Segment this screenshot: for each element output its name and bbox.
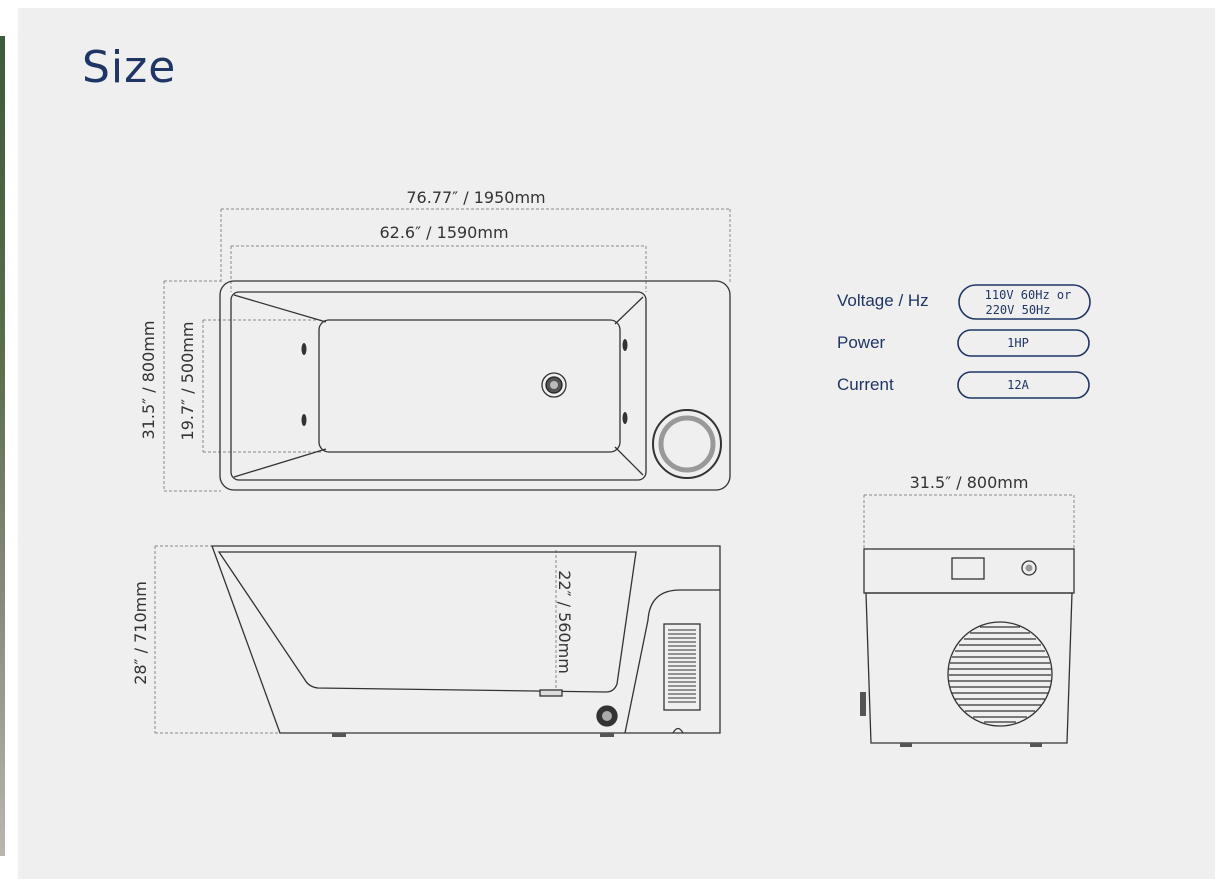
tub-side-shell (211, 545, 721, 734)
side-view-guides (154, 545, 557, 734)
inner-width-label: 19.7″ / 500mm (178, 322, 197, 441)
spec-label: Current (837, 375, 894, 394)
overall-height-label: 28″ / 710mm (131, 581, 150, 685)
overall-length-label: 76.77″ / 1950mm (406, 188, 545, 207)
tub-inner-rim (230, 291, 647, 481)
spec-row-current: Current 12A (837, 371, 1090, 399)
jet-icon (622, 412, 628, 424)
chiller-fan-grille (947, 621, 1053, 727)
chiller-knob-icon (1021, 560, 1037, 576)
jet-icon (301, 414, 307, 426)
spec-value-pill (957, 329, 1090, 357)
chiller-display (951, 557, 985, 580)
equipment-housing (624, 589, 720, 734)
tub-outer-rim (219, 280, 731, 491)
spec-row-power: Power 1HP (837, 329, 1090, 357)
side-vent-slats (668, 629, 696, 703)
chiller-body (865, 592, 1073, 744)
page-title: Size (82, 42, 177, 93)
side-vent (663, 623, 701, 711)
spec-value: 12A (1007, 378, 1029, 392)
chiller-control-panel (863, 548, 1075, 594)
spec-value: 220V 50Hz (985, 303, 1050, 317)
jet-icon (301, 343, 307, 355)
chiller-view (860, 494, 1075, 747)
chiller-width-label: 31.5″ / 800mm (910, 473, 1029, 492)
chiller-fan-slats (949, 626, 1051, 723)
inner-length-label: 62.6″ / 1590mm (379, 223, 508, 242)
jet-icon (622, 339, 628, 351)
round-accessory (652, 409, 722, 479)
inner-depth-label: 22″ / 560mm (555, 570, 574, 674)
overall-width-label: 31.5″ / 800mm (139, 321, 158, 440)
edge-photo-strip (0, 36, 5, 856)
tub-side-basin (217, 551, 637, 693)
spec-value: 1HP (1007, 336, 1029, 350)
tub-floor (318, 319, 621, 453)
chiller-side-port (860, 692, 866, 716)
spec-label: Power (837, 333, 886, 352)
spec-value-pill (958, 284, 1091, 320)
spec-value: 110V 60Hz or (985, 288, 1072, 302)
side-view (154, 545, 721, 737)
top-view-guides (163, 208, 731, 492)
spec-label: Voltage / Hz (837, 291, 929, 310)
chiller-guides (863, 494, 1075, 550)
spec-row-voltage: Voltage / Hz 110V 60Hz or 220V 50Hz (837, 284, 1091, 320)
spec-value-pill (957, 371, 1090, 399)
size-panel (18, 8, 1215, 879)
specs-table: Voltage / Hz 110V 60Hz or 220V 50Hz Powe… (837, 284, 1091, 399)
top-view (163, 208, 731, 492)
drain-icon (541, 372, 567, 398)
